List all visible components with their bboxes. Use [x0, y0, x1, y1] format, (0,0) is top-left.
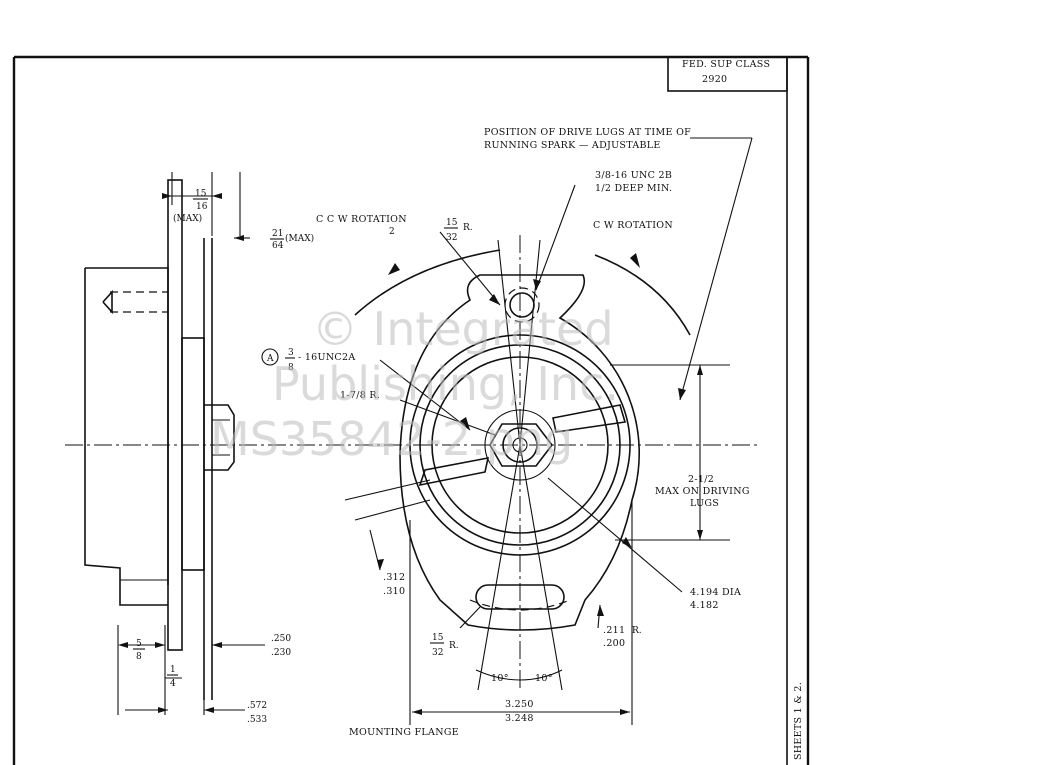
note-cw-rotation: C W ROTATION: [593, 220, 673, 231]
dim-5-8-num: 5: [136, 639, 142, 649]
note-max-lugs-1: 2-1/2: [688, 474, 714, 485]
r15-num: 15: [446, 218, 458, 228]
side-view: [65, 172, 760, 715]
arrow-width-left: [412, 709, 422, 715]
dim-15-16-den: 16: [196, 202, 208, 212]
arrow-5-8-right: [155, 642, 165, 648]
arrow-slot: [377, 559, 384, 570]
note-dia-2: 4.182: [690, 600, 719, 611]
dim-21-64-den: 64: [272, 241, 284, 251]
watermark-line-3: MS35842-2.png: [210, 412, 573, 466]
dim-5-8-den: 8: [136, 652, 142, 662]
dim-15-16-num: 15: [195, 189, 207, 199]
dim-21-64-max: (MAX): [285, 233, 314, 244]
thread-num: 3: [288, 348, 294, 358]
dim-1-4-num: 1: [170, 665, 176, 675]
arrow-width-right: [620, 709, 630, 715]
note-dia-1: 4.194 DIA: [690, 587, 741, 598]
note-radius-1-7-8: 1-7/8 R.: [340, 390, 380, 401]
arrow-5-8-left: [118, 642, 128, 648]
dim-230: .230: [271, 648, 291, 658]
arrow-r15-32: [489, 294, 500, 305]
note-slot-312: .312: [383, 572, 405, 583]
title-block-value: 2920: [702, 74, 727, 85]
arrow-r211: [597, 605, 604, 616]
thread-den: 8: [288, 363, 294, 373]
note-width-1: 3.250: [505, 699, 534, 710]
dim-250: .250: [271, 634, 291, 644]
sheet-border: [12, 55, 810, 765]
note-r200: .200: [603, 638, 625, 649]
note-max-lugs-2: MAX ON DRIVING: [655, 486, 750, 497]
r211-r: R.: [632, 626, 642, 636]
note-angle-right: 10°: [535, 673, 553, 684]
arrow-thread: [460, 417, 470, 430]
arrow-drive-lugs: [678, 388, 686, 400]
note-drive-lugs-1: POSITION OF DRIVE LUGS AT TIME OF: [484, 127, 691, 138]
note-angle-left: 10°: [491, 673, 509, 684]
arrow-cw: [630, 253, 640, 268]
arrow-572-right: [204, 707, 214, 713]
r15b-num: 15: [432, 633, 444, 643]
dim-1-4-den: 4: [170, 679, 176, 689]
arrow-lugs-bottom: [697, 530, 703, 540]
r15-den: 32: [446, 233, 457, 243]
note-r211: .211: [603, 625, 625, 636]
note-sheets: SHEETS 1 & 2.: [793, 682, 804, 760]
r15b-den: 32: [432, 648, 443, 658]
r15b-r: R.: [449, 641, 459, 651]
ccw-den: 2: [389, 227, 395, 237]
arrow-21-64: [234, 235, 244, 241]
dim-533: .533: [247, 715, 267, 725]
arrow-250: [212, 642, 222, 648]
dim-21-64-num: 21: [272, 229, 283, 239]
arrow-15-16-left: [162, 193, 172, 199]
callout-a-circle: [261, 348, 279, 366]
note-tap-1: 3/8-16 UNC 2B: [595, 170, 672, 181]
title-block-header: FED. SUP CLASS: [682, 59, 770, 70]
callout-a: A: [266, 354, 274, 364]
note-width-2: 3.248: [505, 713, 534, 724]
arrow-15-16-right: [212, 193, 222, 199]
front-view: [344, 137, 753, 725]
arrow-572-left: [158, 707, 168, 713]
note-slot-310: .310: [383, 586, 405, 597]
note-ccw-rotation: C C W ROTATION: [316, 214, 407, 225]
note-tap-2: 1/2 DEEP MIN.: [595, 183, 672, 194]
note-max-lugs-3: LUGS: [690, 498, 719, 509]
watermark-line-1: © Integrated: [312, 302, 614, 356]
arrow-ccw: [388, 263, 400, 275]
note-mounting-flange: MOUNTING FLANGE: [349, 727, 459, 738]
arrow-tap: [533, 279, 541, 290]
watermark-line-2: Publishing, Inc.: [272, 357, 619, 411]
arrow-lugs-top: [697, 365, 703, 375]
dim-572: .572: [247, 701, 267, 711]
r15-r: R.: [463, 223, 473, 233]
dim-15-16-max: (MAX): [173, 213, 202, 224]
arrow-dia: [622, 537, 632, 548]
note-drive-lugs-2: RUNNING SPARK — ADJUSTABLE: [484, 140, 661, 151]
note-thread: - 16UNC2A: [298, 352, 356, 363]
